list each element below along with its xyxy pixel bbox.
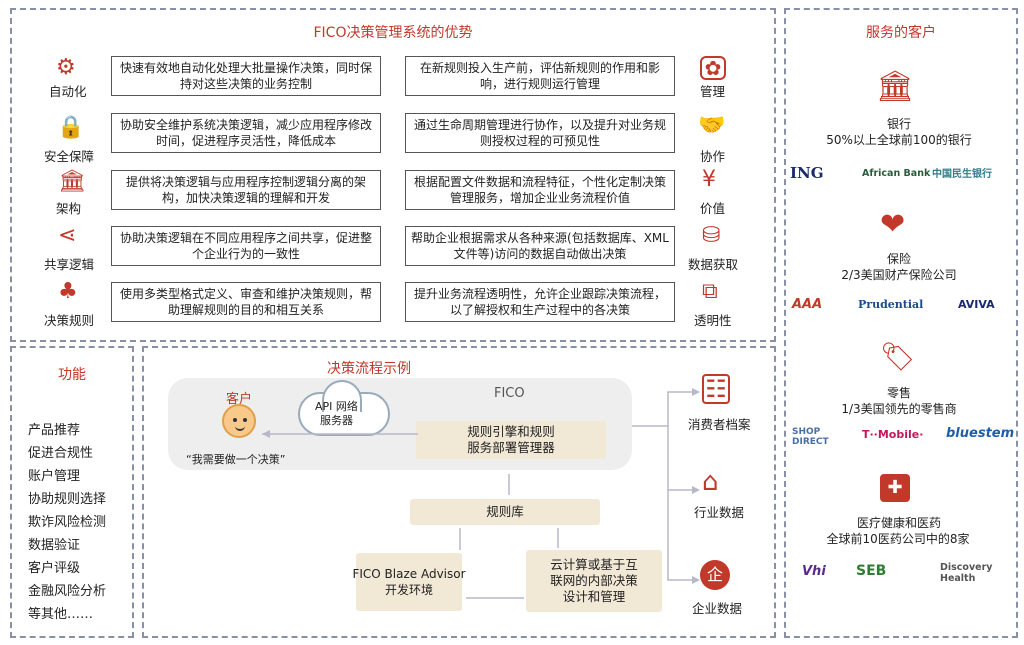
advantage-box-value: 根据配置文件数据和流程特征，个性化定制决策管理服务，增加企业业务流程价值 [405,170,675,210]
client-group-name-insurance: 保险 [886,252,911,266]
logo-african-bank: African Bank [862,168,931,179]
handshake-icon: 🤝 [698,113,726,138]
advantage-box-management: 在新规则投入生产前，评估新规则的作用和影响，进行规则运行管理 [405,56,675,96]
manage-icon: ✿ [700,56,726,80]
client-group-desc-retail: 1/3美国领先的零售商 [841,402,957,416]
advantage-box-architecture: 提供将决策逻辑与应用程序控制逻辑分离的架构，加快决策逻辑的理解和开发 [111,170,381,210]
client-group-name-healthcare: 医疗健康和医药 [856,516,941,530]
rulebase-box: 规则库 [410,499,600,525]
advantage-box-collaboration: 通过生命周期管理进行协作，以及提升对业务规则授权过程的可预见性 [405,113,675,153]
functions-panel: 功能 [10,346,134,638]
building-icon: 🏛 [58,169,86,194]
flow-panel: 决策流程示例 [142,346,776,638]
org-chart-icon: ♣ [58,279,78,304]
cloud-icon-puff [322,380,362,412]
advantage-box-data-access: 帮助企业根据需求从各种来源(包括数据库、XML文件等)访问的数据自动做出决策 [405,226,675,266]
output-label-profile: 消费者档案 [688,417,751,432]
advantage-label-shared-logic: 共享逻辑 [44,257,95,272]
gears-icon: ⚙ [56,55,76,80]
advantage-box-automation: 快速有效地自动化处理大批量操作决策，同时保持对这些决策的业务控制 [111,56,381,96]
logo-cmbc: 中国民生银行 [932,169,992,180]
logo-discovery-health: Discovery Health [940,562,993,584]
yen-hand-icon: ¥ [702,167,716,192]
function-item: 促进合规性 [28,446,94,461]
advantage-label-value: 价值 [700,201,726,216]
logo-aviva: AVIVA [958,298,995,311]
function-item: 等其他…… [28,607,94,622]
advantages-title: FICO决策管理系统的优势 [313,25,473,41]
cloud-design-box: 云计算或基于互 联网的内部决策 设计和管理 [526,550,662,612]
medkit-icon: ✚ [880,474,910,502]
customer-avatar [222,404,256,438]
function-item: 协助规则选择 [28,492,107,507]
database-icon: ⛁ [702,223,721,248]
advantage-label-automation: 自动化 [49,84,87,99]
function-item: 产品推荐 [28,423,81,438]
function-item: 欺诈风险检测 [28,515,107,530]
client-group-desc-bank: 50%以上全球前100的银行 [826,133,972,147]
blaze-advisor-box: FICO Blaze Advisor 开发环境 [352,553,466,611]
flow-title: 决策流程示例 [327,361,411,377]
client-group-desc-insurance: 2/3美国财产保险公司 [841,268,957,282]
function-item: 客户评级 [28,561,81,576]
logo-ing: ING [790,164,824,182]
clients-panel: 服务的客户 [784,8,1018,638]
bank-icon: 🏛 [876,69,915,104]
client-group-desc-healthcare: 全球前10医药公司中的8家 [826,532,970,546]
api-server-label: API 网络 服务器 [315,400,358,427]
logo-prudential: Prudential [858,298,924,311]
function-item: 账户管理 [28,469,81,484]
advantage-box-security: 协助安全维护系统决策逻辑，减少应用程序修改时间，促进程序灵活性，降低成本 [111,113,381,153]
advantages-panel: FICO决策管理系统的优势 [10,8,776,342]
advantage-box-shared-logic: 协助决策逻辑在不同应用程序之间共享，促进整个企业行为的一致性 [111,226,381,266]
lock-shield-icon: 🔒 [57,115,85,140]
advantage-label-security: 安全保障 [44,149,95,164]
functions-title: 功能 [58,367,86,383]
customer-quote: “我需要做一个决策” [186,453,286,466]
client-group-name-retail: 零售 [886,386,911,400]
advantage-box-transparency: 提升业务流程透明性，允许企业跟踪决策流程，以了解授权和生产过程中的各决策 [405,282,675,322]
advantage-label-management: 管理 [700,84,726,99]
tag-icon: 🏷 [880,340,916,373]
transparency-icon: ⧉ [702,279,718,304]
customer-label: 客户 [226,392,253,407]
function-item: 数据验证 [28,538,81,553]
enterprise-icon: 企 [700,560,730,590]
output-label-enterprise: 企业数据 [692,601,743,616]
logo-bluestem: bluestem [946,426,1015,441]
share-icon: ⋖ [58,223,77,248]
clients-title: 服务的客户 [866,25,936,41]
output-label-industry: 行业数据 [694,505,745,520]
fico-label: FICO [494,386,525,401]
heart-hand-icon: ❤ [880,207,906,242]
logo-aaa: AAA [792,297,823,312]
logo-t-mobile: T··Mobile· [862,428,924,441]
advantage-box-decision-rules: 使用多类型格式定义、审查和维护决策规则，帮助理解规则的目的和相互关系 [111,282,381,322]
function-item: 金融风险分析 [28,584,107,599]
advantage-label-transparency: 透明性 [694,313,732,328]
client-group-name-bank: 银行 [886,117,911,131]
advantage-label-data-access: 数据获取 [688,257,739,272]
logo-vhi: Vhi [802,564,826,579]
advantage-label-decision-rules: 决策规则 [44,313,95,328]
rule-engine-box: 规则引擎和规则 服务部署管理器 [416,421,606,459]
logo-shop-direct: SHOP DIRECT [792,427,829,447]
logo-seb: SEB [856,563,887,579]
industry-icon: ⌂ [702,467,719,497]
profile-icon: ☷ [702,374,730,404]
advantage-label-architecture: 架构 [56,201,82,216]
advantage-label-collaboration: 协作 [700,149,726,164]
